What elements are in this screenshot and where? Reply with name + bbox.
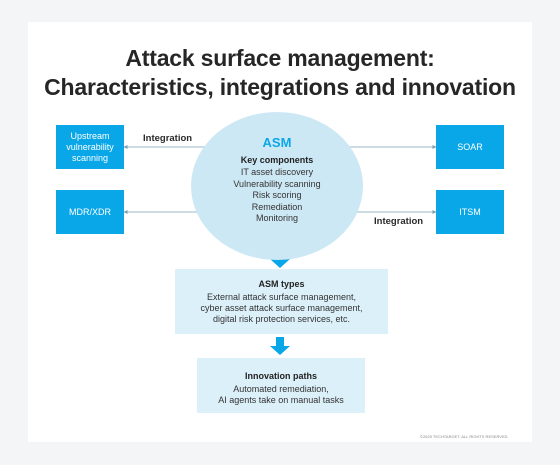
list-item: Vulnerability scanning [233, 178, 321, 189]
copyright-text: ©2025 TECHTARGET. ALL RIGHTS RESERVED. [420, 434, 509, 439]
upstream-scanning-label: Upstream vulnerability scanning [66, 130, 114, 163]
list-item: Remediation [251, 201, 303, 212]
innovation-line: Automated remediation, [233, 384, 329, 394]
integration-label-left: Integration [143, 133, 193, 144]
asm-types-heading: ASM types [258, 279, 305, 289]
innovation-heading: Innovation paths [245, 371, 317, 381]
upstream-scanning-box: Upstream vulnerability scanning [56, 125, 124, 169]
mdr-xdr-label: MDR/XDR [69, 206, 111, 217]
list-item: IT asset discovery [240, 167, 314, 177]
hub-heading: Key components [240, 155, 314, 165]
hub-title: ASM [262, 135, 292, 150]
asm-types-line: External attack surface management, [206, 292, 357, 302]
page-title: Attack surface management: Characteristi… [0, 44, 560, 102]
soar-box: SOAR [436, 125, 504, 169]
asm-types-panel: ASM types External attack surface manage… [175, 269, 388, 334]
arrow-down-2-icon [270, 337, 290, 355]
asm-types-line: digital risk protection services, etc. [212, 314, 351, 324]
innovation-line: AI agents take on manual tasks [218, 395, 344, 405]
list-item: Monitoring [255, 213, 299, 224]
asm-hub-ellipse [191, 112, 363, 260]
innovation-panel: Innovation paths Automated remediation, … [197, 358, 365, 413]
asm-types-line: cyber asset attack surface management, [200, 303, 363, 313]
hub-components-list: IT asset discovery Vulnerability scannin… [191, 167, 363, 225]
title-line-2: Characteristics, integrations and innova… [44, 74, 516, 100]
soar-label: SOAR [457, 141, 483, 152]
integration-label-right: Integration [374, 216, 424, 227]
itsm-label: ITSM [459, 206, 481, 217]
list-item: Risk scoring [252, 190, 302, 201]
mdr-xdr-box: MDR/XDR [56, 190, 124, 234]
title-line-1: Attack surface management: [125, 45, 435, 71]
itsm-box: ITSM [436, 190, 504, 234]
